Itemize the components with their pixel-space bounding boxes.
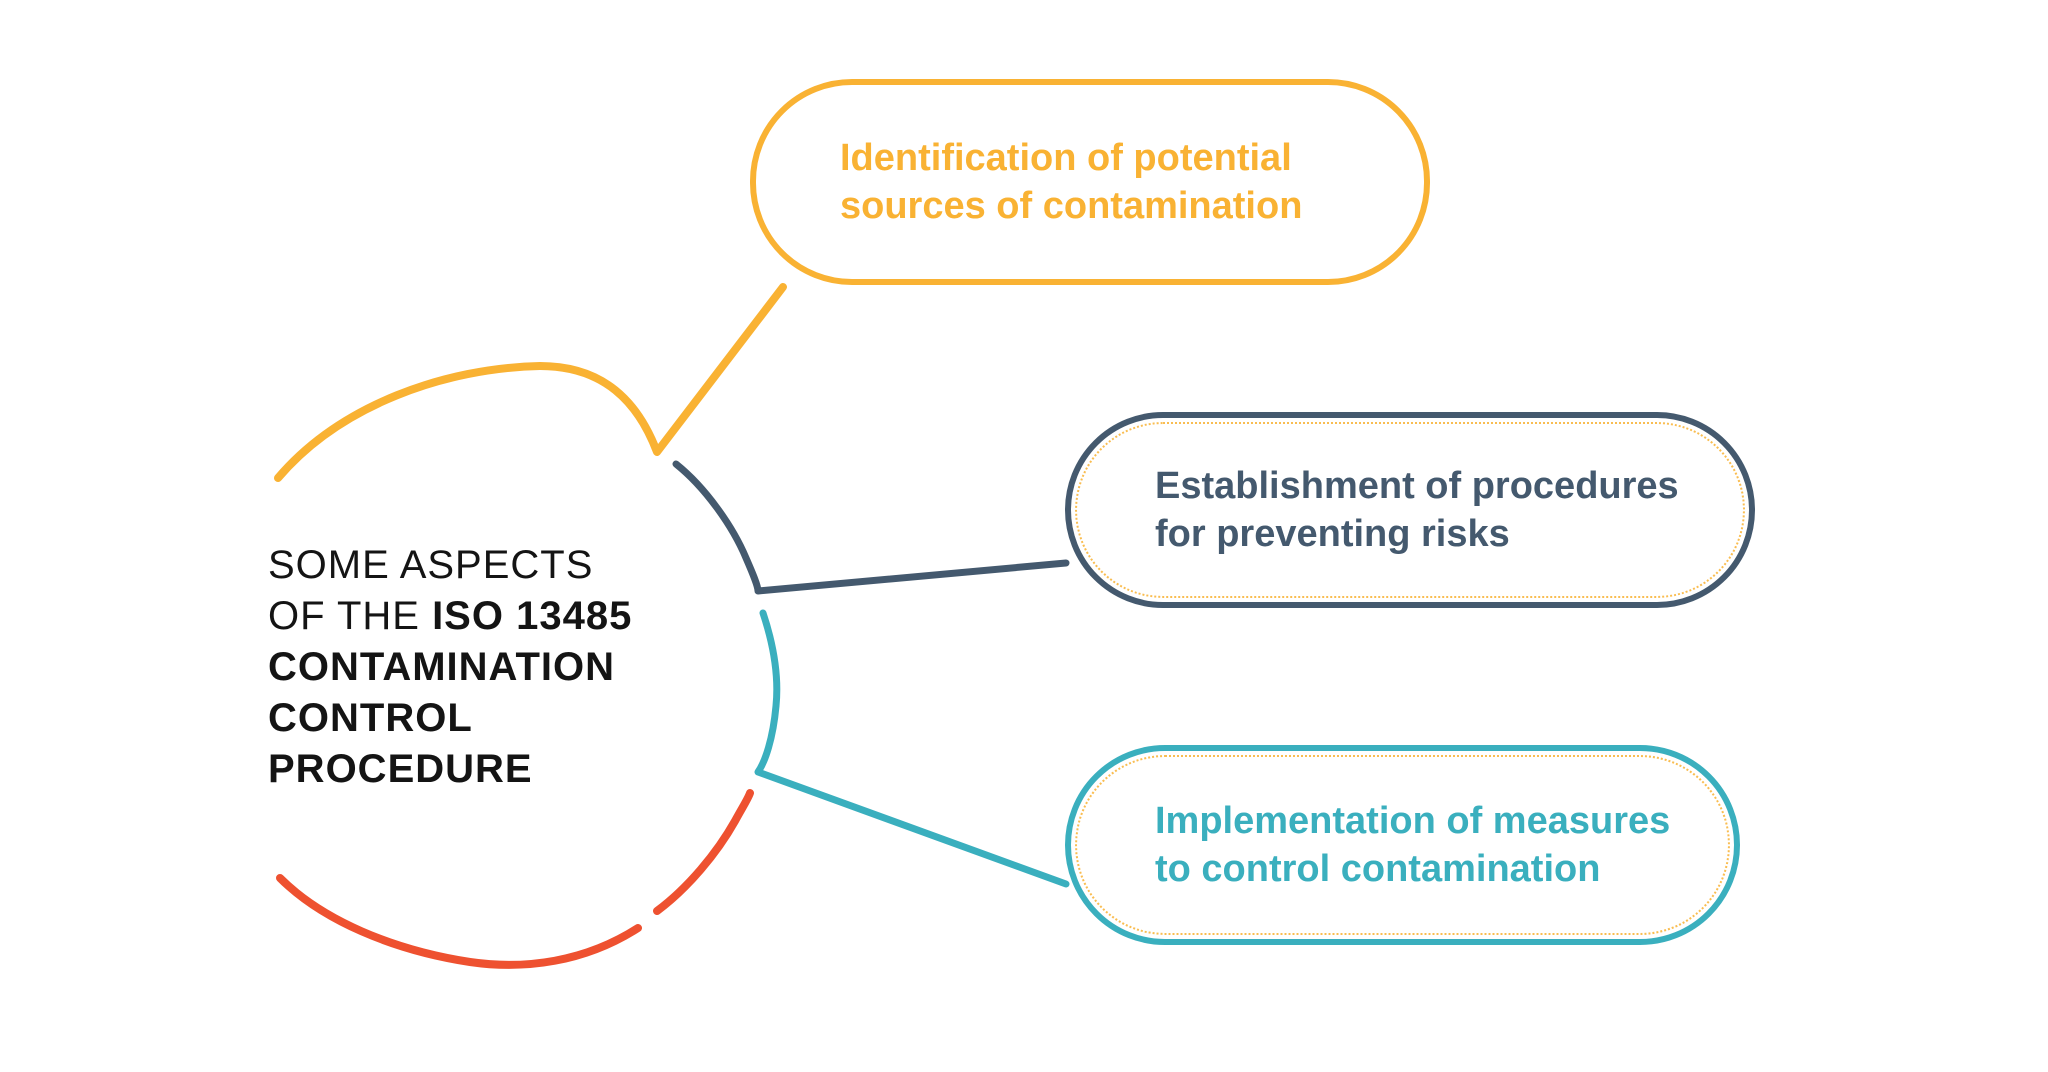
node-identification-label: Identification of potential sources of c… xyxy=(840,137,1303,227)
node-implementation-label: Implementation of measures to control co… xyxy=(1155,800,1671,890)
central-topic-line-2: OF THE ISO 13485 xyxy=(268,594,633,638)
central-topic-label: SOME ASPECTS OF THE ISO 13485 CONTAMINAT… xyxy=(268,540,728,795)
circle-arc-yellow-with-connector xyxy=(274,283,787,482)
central-topic-line-5: PROCEDURE xyxy=(268,747,533,791)
central-topic-line-3: CONTAMINATION xyxy=(268,645,616,689)
circle-arc-slate-with-connector xyxy=(672,460,1070,595)
central-topic-standard-number: ISO 13485 xyxy=(432,594,633,638)
central-topic-line-1: SOME ASPECTS xyxy=(268,543,594,587)
node-identification-of-sources: Identification of potential sources of c… xyxy=(750,79,1430,285)
node-establishment-of-procedures: Establishment of procedures for preventi… xyxy=(1065,412,1755,608)
circle-arc-teal-with-connector xyxy=(754,609,1070,888)
node-implementation-of-measures: Implementation of measures to control co… xyxy=(1065,745,1740,945)
circle-arc-red-segment-1 xyxy=(276,874,642,969)
node-establishment-label: Establishment of procedures for preventi… xyxy=(1155,465,1679,555)
central-topic-line-4: CONTROL xyxy=(268,696,473,740)
circle-arc-red-segment-2 xyxy=(653,789,754,915)
